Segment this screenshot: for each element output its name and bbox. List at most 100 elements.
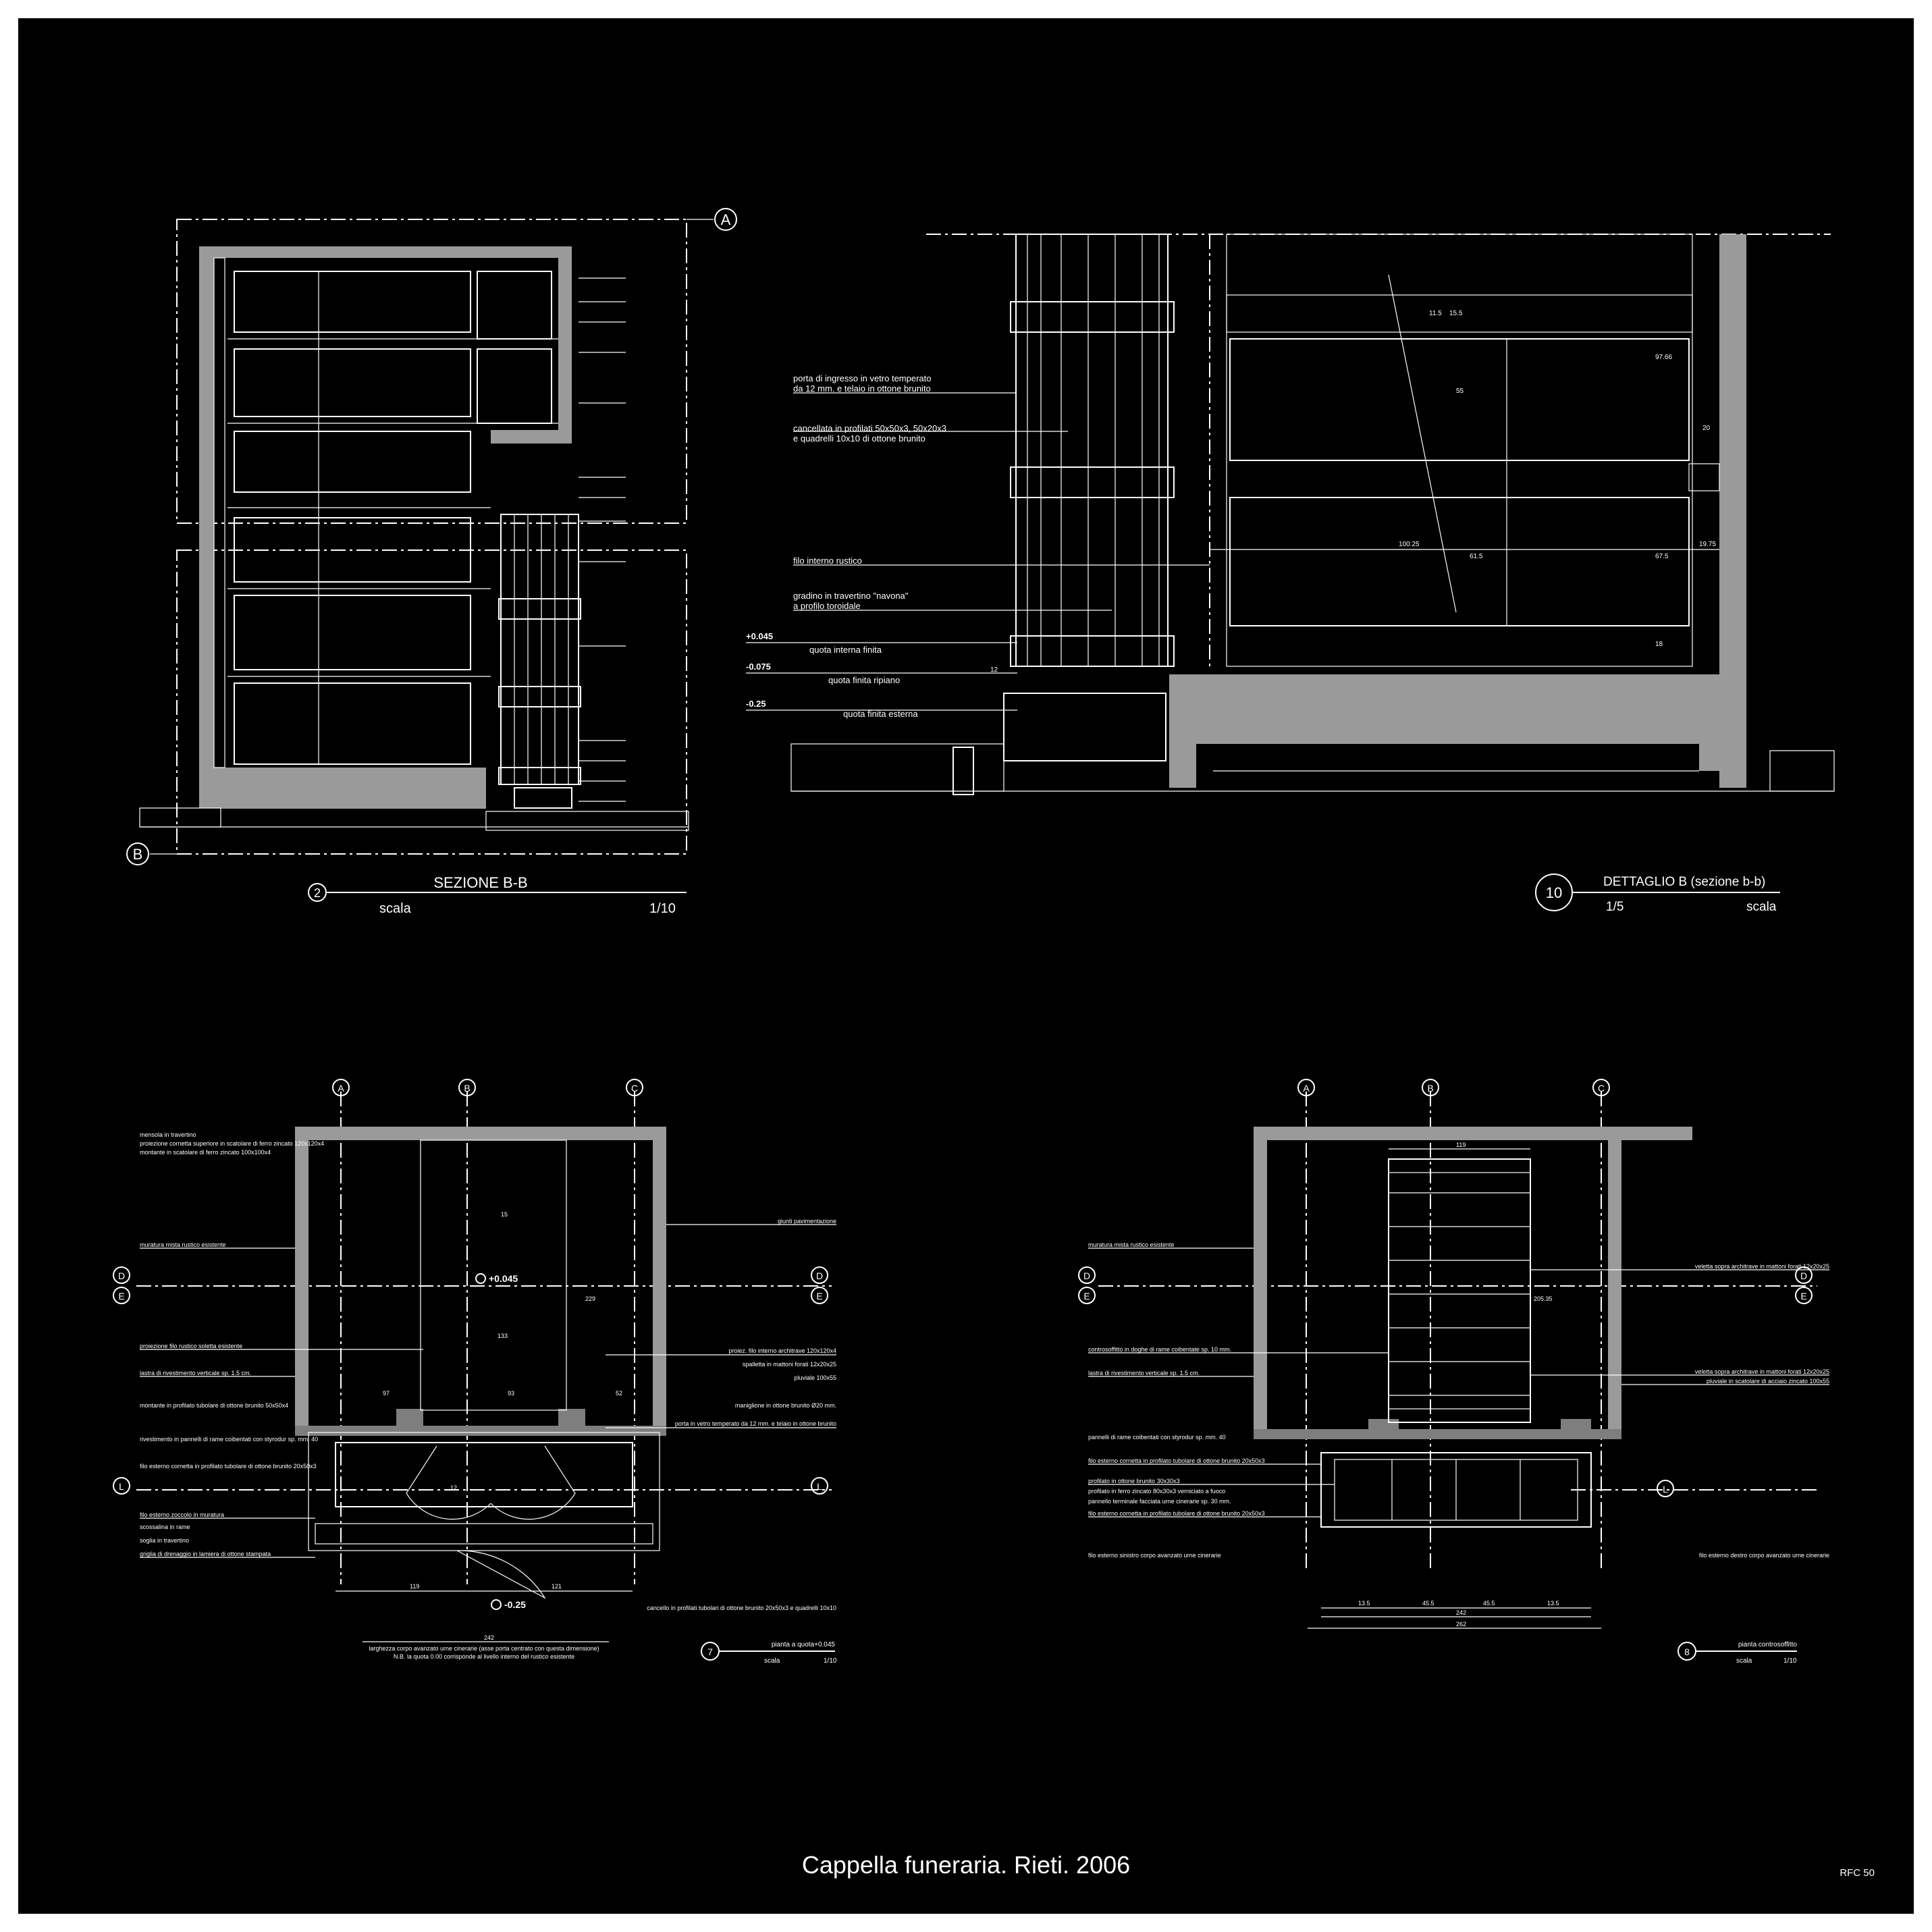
svg-text:L: L [1663, 1484, 1668, 1495]
plan-axes: A B C D E D E L L [113, 1079, 832, 1584]
svg-text:A: A [1303, 1083, 1310, 1094]
svg-text:quota finita esterna: quota finita esterna [843, 709, 918, 719]
plan-scale-label: scala [764, 1657, 780, 1665]
axis-a-label: A [721, 211, 731, 228]
section-number: 2 [314, 886, 321, 900]
svg-text:L: L [817, 1481, 822, 1492]
svg-text:veletta sopra architrave in ma: veletta sopra architrave in mattoni fora… [1695, 1368, 1829, 1375]
svg-text:a profilo toroidale: a profilo toroidale [793, 601, 861, 611]
svg-text:19.75: 19.75 [1699, 541, 1716, 548]
svg-text:D: D [1083, 1270, 1090, 1281]
svg-text:montante in scatolare di ferro: montante in scatolare di ferro zincato 1… [140, 1149, 271, 1156]
section-ground-right [485, 811, 689, 831]
ceiling-scale-value: 1/10 [1783, 1657, 1797, 1665]
ceiling-number: 8 [1684, 1646, 1690, 1657]
axis-frame-a [176, 219, 687, 524]
ceiling-scale-label: scala [1736, 1657, 1752, 1665]
svg-text:61.5: 61.5 [1470, 553, 1483, 560]
svg-text:mensola in travertino: mensola in travertino [140, 1131, 196, 1138]
svg-text:griglia di drenaggio in lamier: griglia di drenaggio in lamiera di otton… [140, 1551, 271, 1557]
svg-text:B: B [1427, 1083, 1433, 1094]
svg-text:20: 20 [1702, 425, 1711, 432]
svg-text:cancellata in profilati 50x50x: cancellata in profilati 50x50x3, 50x20x3 [793, 423, 946, 433]
ceiling-dimensions: 119 13.5 45.5 45.5 13.5 242 262 205.35 [1308, 1142, 1601, 1629]
axis-b-bubble [126, 842, 149, 865]
plan-0045: A B C D E D E L L +0.045 -0.25 mensola i… [113, 1079, 837, 1665]
svg-text:229: 229 [585, 1295, 595, 1302]
svg-text:e quadrelli 10x10 di ottone br: e quadrelli 10x10 di ottone brunito [793, 433, 925, 444]
plan-entry-swing [456, 1550, 546, 1599]
plan-level-2: -0.25 [504, 1599, 526, 1610]
svg-text:lastra di rivestimento vertica: lastra di rivestimento verticale sp. 1.5… [1088, 1370, 1200, 1376]
svg-text:L: L [119, 1481, 124, 1492]
drawing-sheet: A B [18, 18, 1914, 1914]
plan-notes-left: mensola in travertino proiezione cornett… [140, 1131, 423, 1558]
plan-footnote-1: larghezza corpo avanzato urne cinerarie … [369, 1645, 599, 1652]
svg-text:pluviale 100x55: pluviale 100x55 [794, 1374, 836, 1381]
svg-text:filo interno rustico: filo interno rustico [793, 556, 862, 566]
svg-text:12: 12 [990, 666, 998, 674]
plan-number: 7 [707, 1646, 713, 1657]
ceiling-title: pianta controsoffitto [1738, 1641, 1798, 1648]
svg-text:scossalina in rame: scossalina in rame [140, 1524, 190, 1530]
plan-level-1: +0.045 [489, 1273, 518, 1284]
svg-text:muratura mista rustico esisten: muratura mista rustico esistente [140, 1241, 226, 1248]
section-niches [227, 271, 558, 765]
svg-text:montante in profilato tubolare: montante in profilato tubolare di ottone… [140, 1402, 288, 1409]
svg-text:C: C [631, 1083, 638, 1094]
svg-text:filo esterno sinistro corpo av: filo esterno sinistro corpo avanzato urn… [1088, 1552, 1221, 1559]
plan-footnote-2: N.B. la quota 0.00 corrisponde al livell… [394, 1653, 574, 1660]
svg-text:filo esterno cornetta in profi: filo esterno cornetta in profilato tubol… [1088, 1510, 1265, 1517]
svg-text:15: 15 [501, 1211, 508, 1218]
detail-scale-value: 1/5 [1606, 900, 1624, 914]
svg-text:B: B [464, 1083, 470, 1094]
detail-ground-left [790, 743, 1004, 792]
svg-text:filo esterno cornetta in profi: filo esterno cornetta in profilato tubol… [1088, 1457, 1265, 1464]
section-foundation [199, 768, 486, 808]
svg-text:porta in vetro temperato da 12: porta in vetro temperato da 12 mm. e tel… [675, 1420, 836, 1427]
section-cladding [213, 257, 225, 768]
svg-text:pannello terminale facciata ur: pannello terminale facciata urne cinerar… [1088, 1498, 1231, 1505]
plan-gate-swing-left [406, 1445, 491, 1520]
svg-text:45.5: 45.5 [1483, 1600, 1495, 1607]
detail-niches [1210, 234, 1719, 667]
axis-a-bubble [714, 208, 737, 231]
detail-number: 10 [1546, 884, 1562, 901]
svg-text:gradino in travertino "navona": gradino in travertino "navona" [793, 591, 909, 601]
svg-text:D: D [118, 1270, 125, 1281]
svg-text:E: E [1083, 1291, 1090, 1302]
detail-scale-label: scala [1746, 900, 1777, 914]
detail-title: DETTAGLIO B (sezione b-b) [1603, 875, 1765, 889]
ceiling-urn-facade [1320, 1452, 1592, 1528]
section-title: SEZIONE B-B [433, 874, 527, 891]
ceiling-axes: A B C D E D E L [1078, 1079, 1817, 1571]
svg-text:13.5: 13.5 [1547, 1600, 1559, 1607]
detail-gate [1010, 234, 1175, 667]
svg-text:133: 133 [498, 1333, 508, 1339]
section-left-wall [199, 246, 558, 768]
svg-text:119: 119 [1456, 1142, 1466, 1148]
svg-text:67.5: 67.5 [1655, 553, 1669, 560]
svg-text:13.5: 13.5 [1358, 1600, 1370, 1607]
plan-walls [295, 1127, 666, 1426]
svg-text:+0.045: +0.045 [746, 631, 773, 641]
ceiling-notes-right: veletta sopra architrave in mattoni fora… [1530, 1263, 1829, 1559]
plan-gate-swing-right [490, 1445, 576, 1520]
sheet-title: Cappella funeraria. Rieti. 2006 [802, 1851, 1130, 1879]
axis-b-label: B [133, 846, 143, 863]
svg-text:A: A [338, 1083, 344, 1094]
detail-dimensions: 11.5 15.5 97.66 20 55 100.25 19.75 61.5 … [990, 310, 1716, 674]
svg-text:spalletta in mattoni forati 12: spalletta in mattoni forati 12x20x25 [743, 1361, 836, 1368]
svg-text:E: E [1800, 1291, 1806, 1302]
svg-text:97: 97 [383, 1390, 390, 1397]
plan-title: pianta a quota+0.045 [772, 1641, 836, 1648]
svg-text:55: 55 [1456, 387, 1464, 395]
svg-text:cancello in profilati tubolari: cancello in profilati tubolari di ottone… [647, 1605, 836, 1611]
plan-dimensions: 119 121 242 97 52 229 133 15 12 93 [336, 1211, 633, 1642]
svg-text:242: 242 [484, 1634, 494, 1641]
svg-text:52: 52 [616, 1390, 622, 1397]
svg-text:205.35: 205.35 [1534, 1295, 1553, 1302]
svg-text:242: 242 [1456, 1609, 1466, 1616]
svg-text:filo esterno cornetta in profi: filo esterno cornetta in profilato tubol… [140, 1463, 317, 1470]
svg-text:15.5: 15.5 [1449, 310, 1463, 317]
